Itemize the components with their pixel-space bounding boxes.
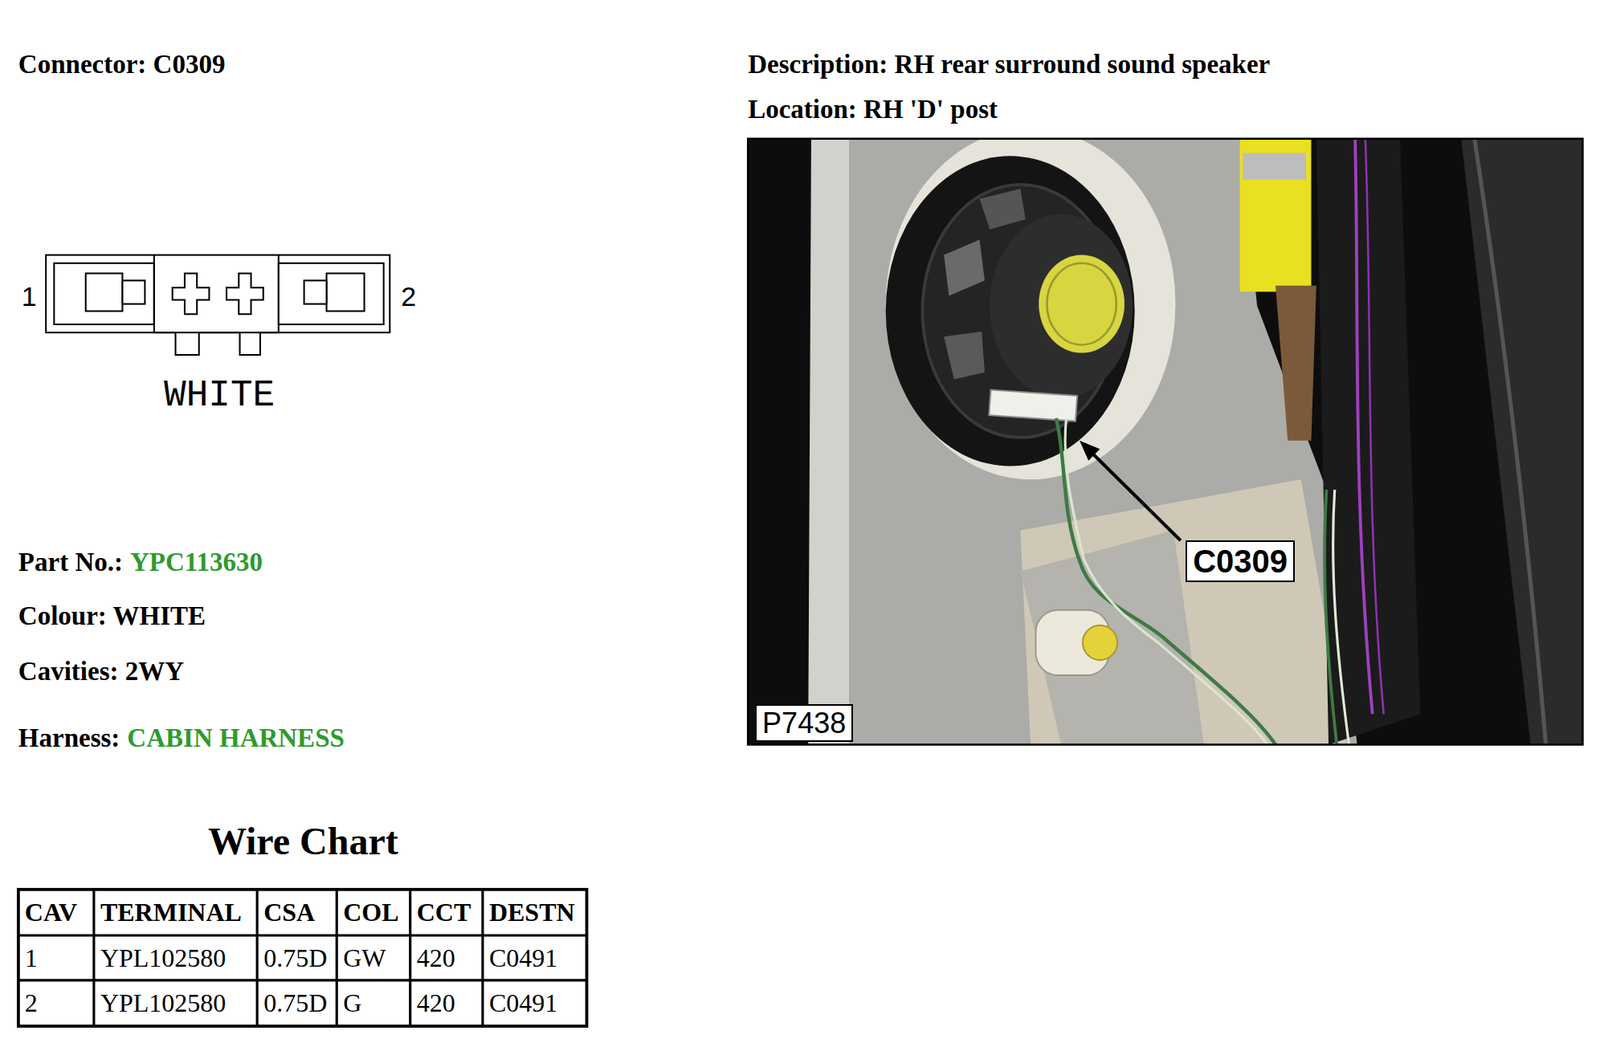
connector-heading: Connector: C0309 xyxy=(18,51,226,78)
table-cell: YPL102580 xyxy=(100,990,226,1017)
table-rule xyxy=(92,889,95,1027)
table-header: CAV xyxy=(24,899,78,926)
field-name: Harness: xyxy=(18,725,121,752)
terminal-symbol xyxy=(85,273,123,311)
table-rule xyxy=(18,979,588,982)
location-photo xyxy=(747,138,1583,746)
table-cell: C0491 xyxy=(489,945,558,972)
terminal-symbol xyxy=(122,280,145,304)
table-header: COL xyxy=(342,899,399,926)
table-cell: 420 xyxy=(416,945,456,972)
basket-window xyxy=(943,331,985,380)
harness-band xyxy=(1242,153,1307,180)
pin-number: 1 xyxy=(21,282,37,311)
table-cell: 1 xyxy=(24,945,38,972)
table-cell: 0.75D xyxy=(263,945,327,972)
table-border xyxy=(18,889,588,1027)
basket-window xyxy=(979,188,1026,230)
table-cell: GW xyxy=(342,945,386,972)
connector-outline xyxy=(45,255,390,334)
speaker-rim xyxy=(885,138,1176,480)
speaker-sticker xyxy=(1038,255,1125,354)
table-header: CCT xyxy=(416,899,472,926)
trim-edge xyxy=(808,138,853,746)
table-header: CSA xyxy=(263,899,315,926)
speaker-frame xyxy=(885,155,1135,466)
table-cell: 2 xyxy=(24,990,38,1017)
leader-arrowhead xyxy=(1079,440,1100,462)
table-cell: 420 xyxy=(416,990,456,1017)
connector-face xyxy=(45,255,390,356)
table-header: DESTN xyxy=(489,899,576,926)
callout-label: C0309 xyxy=(1185,540,1295,583)
description-heading: Description: RH rear surround sound spea… xyxy=(747,51,1270,78)
cavity-outline xyxy=(53,263,155,325)
sticker-ring xyxy=(1046,263,1116,346)
basket-window xyxy=(943,240,985,297)
key-cross xyxy=(172,273,210,315)
pin-number: 2 xyxy=(400,282,417,311)
leader-line xyxy=(1091,453,1181,541)
table-rule xyxy=(335,889,339,1027)
harness-sleeve xyxy=(1240,138,1312,293)
felt-panel xyxy=(1020,530,1205,746)
photo-background xyxy=(747,138,1583,746)
terminal-symbol xyxy=(304,280,327,304)
table-title: Wire Chart xyxy=(208,822,399,862)
table-rule xyxy=(18,934,588,937)
table-header: TERMINAL xyxy=(100,899,242,926)
table-rule xyxy=(408,889,412,1027)
trim-panel xyxy=(1461,138,1583,746)
table-rule xyxy=(256,889,259,1027)
location-heading: Location: RH 'D' post xyxy=(747,96,998,123)
connector-colour: WHITE xyxy=(163,377,275,415)
field-name: Part No.: xyxy=(18,549,123,576)
part-number: YPC113630 xyxy=(130,549,263,576)
clip-fixing xyxy=(1082,625,1118,661)
terminal-symbol xyxy=(326,273,365,311)
purple-wire xyxy=(1365,138,1384,715)
field-text: Colour: WHITE xyxy=(18,603,206,630)
table-rule xyxy=(481,889,484,1027)
trim-edge xyxy=(1474,138,1547,746)
figure-number: P7438 xyxy=(755,704,854,743)
corrugated-tube xyxy=(1275,285,1317,441)
table-cell: C0491 xyxy=(489,990,558,1017)
speaker-magnet xyxy=(989,214,1133,399)
harness-name: CABIN HARNESS xyxy=(126,725,344,752)
connector-body xyxy=(988,389,1078,421)
table-cell: YPL102580 xyxy=(100,945,226,972)
wire-chart-grid xyxy=(18,889,588,1027)
key-cross xyxy=(226,273,264,315)
photo-border xyxy=(747,138,1583,746)
artwork xyxy=(18,128,1584,1027)
cavity-outline xyxy=(278,263,384,325)
wiring-bundle xyxy=(1316,138,1421,746)
latch-outline xyxy=(154,255,279,356)
table-cell: 0.75D xyxy=(263,990,327,1017)
table-cell: G xyxy=(342,990,362,1017)
harness-wire xyxy=(1333,489,1350,746)
field-text: Cavities: 2WY xyxy=(18,658,184,686)
